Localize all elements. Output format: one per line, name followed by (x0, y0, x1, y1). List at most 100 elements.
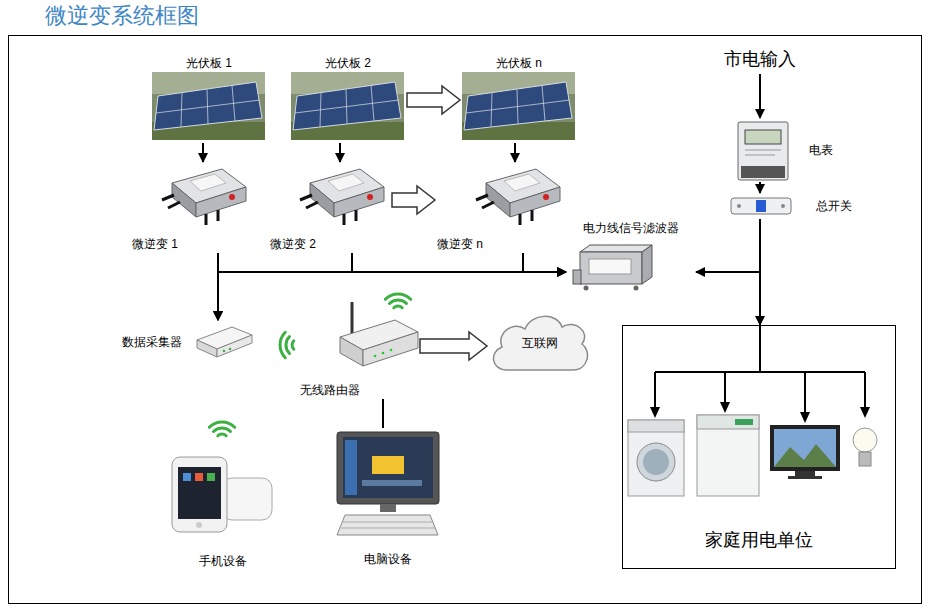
connector-arrow (523, 253, 566, 272)
illustration-part (9, 36, 922, 604)
solar-panel-photo (291, 72, 404, 140)
meter-picture (741, 166, 785, 178)
appliance-picture (853, 428, 877, 452)
wifi-symbol (390, 300, 407, 304)
phone-picture (207, 473, 215, 481)
filter-picture (573, 270, 581, 284)
connector-arrow (759, 182, 761, 193)
connector-arrow (759, 219, 761, 325)
appliance-picture (859, 452, 871, 466)
switch-picture (737, 204, 741, 208)
meter-picture (738, 122, 788, 180)
computer-picture (337, 432, 439, 535)
inverter-picture (162, 169, 246, 225)
router-picture (340, 302, 418, 366)
phone-picture (183, 473, 191, 481)
component-label: 光伏板 n (496, 56, 542, 70)
component-label: 微逆变 2 (270, 237, 316, 251)
household-wiring (804, 372, 806, 413)
appliance-picture (628, 420, 684, 432)
hollow-arrow (420, 332, 487, 360)
switch-picture (781, 204, 785, 208)
filter-picture (642, 245, 652, 284)
appliance-picture (628, 415, 877, 496)
appliance-picture (637, 443, 675, 481)
wifi-symbol (218, 434, 226, 436)
collector-picture (229, 348, 231, 350)
wifi-symbol (280, 332, 285, 357)
computer-picture (380, 504, 396, 512)
connector-arrow (696, 219, 760, 272)
hollow-arrow (392, 186, 435, 214)
appliance-picture (795, 471, 815, 476)
micro-inverter: 微逆变 1 (130, 162, 254, 253)
phone-picture (196, 522, 202, 528)
router-picture (390, 349, 393, 352)
filter-picture (580, 252, 642, 284)
component-label: 家庭用电单位 (705, 530, 813, 552)
computer-picture (343, 437, 433, 498)
wifi-symbol (385, 294, 410, 299)
filter-picture (580, 245, 652, 252)
computer-device: 电脑设备 (333, 428, 443, 570)
filter-picture (589, 259, 631, 274)
signal-filter: 电力线信号滤波器 (566, 220, 696, 292)
collector-picture (217, 335, 252, 357)
mobile-device: 手机设备 (168, 450, 278, 572)
connector-arrow (352, 253, 566, 272)
household-wiring (655, 326, 865, 413)
component-label: 市电输入 (724, 49, 796, 71)
household-box: 家庭用电单位 (622, 325, 896, 569)
main-switch: 总开关 (728, 193, 854, 219)
appliance-picture (643, 449, 669, 475)
appliance-picture (735, 419, 753, 425)
filter-picture (573, 245, 652, 291)
phone-picture (172, 457, 227, 532)
connector-arrow (759, 74, 761, 118)
household-wiring (724, 372, 726, 403)
wireless-router: 无线路由器 (298, 283, 420, 399)
household-arrowheads (720, 402, 730, 413)
meter-picture (745, 155, 775, 156)
phone-picture (178, 467, 221, 519)
inverter-picture (162, 169, 560, 225)
router-picture (374, 355, 377, 358)
household-arrowheads (800, 412, 810, 423)
component-label: 光伏板 1 (186, 56, 232, 70)
router-picture (351, 302, 354, 337)
cloud-outline (493, 316, 587, 370)
solar-panel-photo (152, 72, 575, 140)
micro-inverter: 微逆变 2 (268, 162, 392, 253)
computer-picture (337, 432, 439, 504)
component-label: 互联网 (522, 336, 558, 350)
wifi-symbol (214, 428, 231, 432)
filter-picture (584, 286, 589, 291)
internet-cloud: 互联网 (487, 308, 592, 378)
solar-panel: 光伏板 2 (289, 55, 407, 143)
collector-picture (197, 327, 252, 357)
router-picture (363, 332, 418, 366)
router-picture (382, 352, 385, 355)
component-label: 微逆变 1 (132, 237, 178, 251)
phone-picture (222, 478, 272, 520)
household-wiring (654, 372, 656, 408)
inverter-picture (476, 169, 560, 225)
wifi-symbol (209, 294, 410, 436)
appliance-picture (774, 429, 836, 467)
wifi-symbol (209, 422, 234, 427)
data-collector: 数据采集器 (118, 320, 252, 365)
component-label: 电力线信号滤波器 (583, 221, 679, 235)
computer-picture (372, 456, 404, 474)
computer-picture (362, 480, 422, 486)
connector-arrow (218, 253, 523, 320)
router-picture (340, 337, 363, 366)
connector-arrow (218, 253, 352, 320)
hollow-arrow (407, 86, 460, 114)
input-label: 市电输入 (705, 46, 815, 74)
component-label: 无线路由器 (300, 383, 360, 397)
phone-picture (195, 473, 203, 481)
appliance-picture (788, 476, 822, 479)
household-wiring (655, 371, 865, 373)
household-wiring (759, 326, 761, 372)
